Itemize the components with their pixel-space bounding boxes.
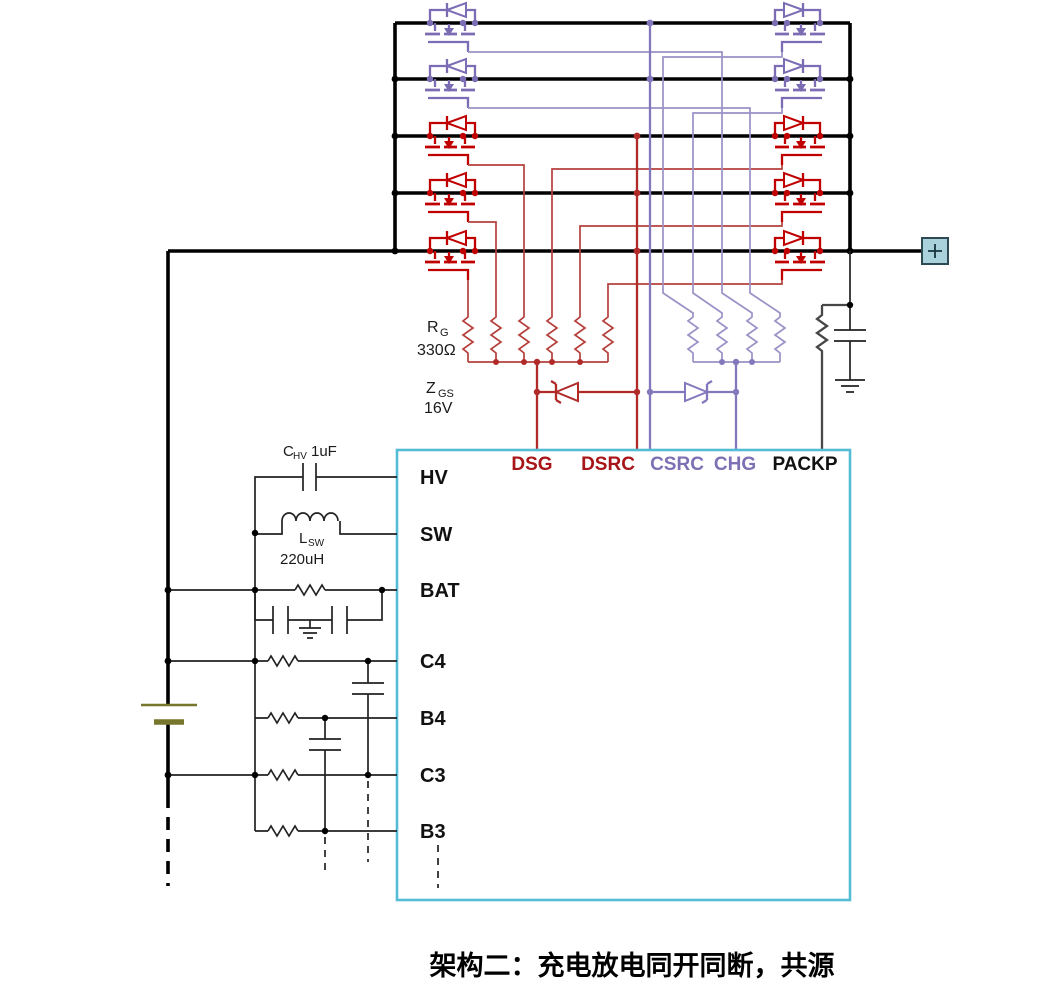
rg-label-base: R [427,319,439,336]
gate-resistor-2 [489,315,503,362]
charge-fet-bank [423,1,827,110]
gate-wire-q1-right [662,52,783,315]
gate-wire-q4-left [468,221,497,315]
sw-inductor [281,512,339,522]
battery-cell-icon [141,703,197,725]
charge-fet-q1-left [423,1,480,54]
hv-wire [254,476,397,831]
gate-wire-q4-right [579,222,783,315]
discharge-fet-q4-left [423,171,480,224]
pin-label-c3: C3 [420,765,446,787]
charge-fet-q1-right [770,1,827,54]
figure-caption: 架构二：充电放电同开同断，共源 [430,950,835,981]
zgs-label-base: Z [426,380,436,397]
gate-wire-q5-right [607,280,783,315]
chv-label-value: 1uF [311,443,337,460]
discharge-fet-q5-left [423,229,480,282]
plus-icon [928,244,942,258]
pack-plus-terminal [921,237,949,265]
gate-resistor-9 [745,315,759,362]
ic-left-pin-labels: HV SW BAT C4 B4 C3 B3 [420,467,460,843]
pin-label-b3: B3 [420,821,446,843]
gate-resistor-6 [601,315,615,362]
gate-wire-q2-right [692,108,783,315]
chv-label-base: C [283,443,294,460]
sw-wire [255,521,397,535]
pin-label-packp: PACKP [772,454,837,475]
b3-resistor [267,824,299,838]
lsw-label-base: L [299,530,307,547]
gate-wire-q2-left [468,107,781,315]
c4-c3-cap [352,682,384,695]
pin-label-csrc: CSRC [650,454,704,475]
b4-resistor [267,711,299,725]
zgs-label-sub: GS [438,388,454,400]
hv-sw-bat-network [164,463,397,831]
chg-zener-diode [650,380,736,404]
pin-label-c4: C4 [420,651,446,673]
gate-wire-q3-left [468,164,525,315]
lsw-label-sub: SW [308,538,325,549]
b4-b3-cap [309,738,341,751]
bat-cap-wire [254,590,383,621]
charge-fet-q2-left [423,57,480,110]
ic-top-pin-labels: DSG DSRC CSRC CHG PACKP [511,454,837,475]
dsg-zener-diode [537,380,637,404]
discharge-fet-q3-right [770,114,827,167]
pack-filter-cap [834,329,866,342]
gate-resistor-1 [461,315,475,362]
discharge-fet-q3-left [423,114,480,167]
c3-resistor [267,768,299,782]
pin-label-dsrc: DSRC [581,454,635,475]
gate-wire-q1-left [468,51,753,315]
afe-ic-box [395,448,852,902]
gate-resistor-10 [773,315,787,362]
discharge-fet-bank [423,114,827,282]
rg-label-sub: G [440,327,449,339]
packp-resistor-wire [814,303,850,450]
charge-fet-q2-right [770,57,827,110]
pin-label-sw: SW [420,524,452,546]
gate-resistor-5 [573,315,587,362]
gate-wire-q3-right [551,165,783,315]
hv-cap [302,463,317,491]
gate-resistor-3 [517,315,531,362]
pin-label-bat: BAT [420,580,460,602]
power-bus [166,21,922,886]
pin-label-b4: B4 [420,708,446,730]
c4-resistor [267,654,299,668]
gate-resistor-7 [686,315,700,362]
pin-label-hv: HV [420,467,448,489]
pin-label-dsg: DSG [511,454,552,475]
lsw-label-value: 220uH [280,551,324,568]
gate-resistor-8 [715,315,729,362]
charge-gate-network [468,19,787,450]
packp-sense-network [814,251,866,450]
discharge-fet-q5-right [770,229,827,282]
zgs-label-value: 16V [424,400,453,417]
chv-label-sub: HV [293,451,307,462]
pin-label-chg: CHG [714,454,756,475]
cell-filter-network [164,654,397,872]
bat-resistor [294,583,326,597]
ground-icon [299,620,321,639]
discharge-fet-q4-right [770,171,827,224]
bat-caps [272,606,348,634]
rg-label-value: 330Ω [417,342,456,359]
gate-resistor-4 [545,315,559,362]
discharge-gate-network [461,132,783,450]
ground-icon [835,379,865,393]
component-labels: R G 330Ω Z GS 16V C HV 1uF L SW 220uH [280,319,456,568]
